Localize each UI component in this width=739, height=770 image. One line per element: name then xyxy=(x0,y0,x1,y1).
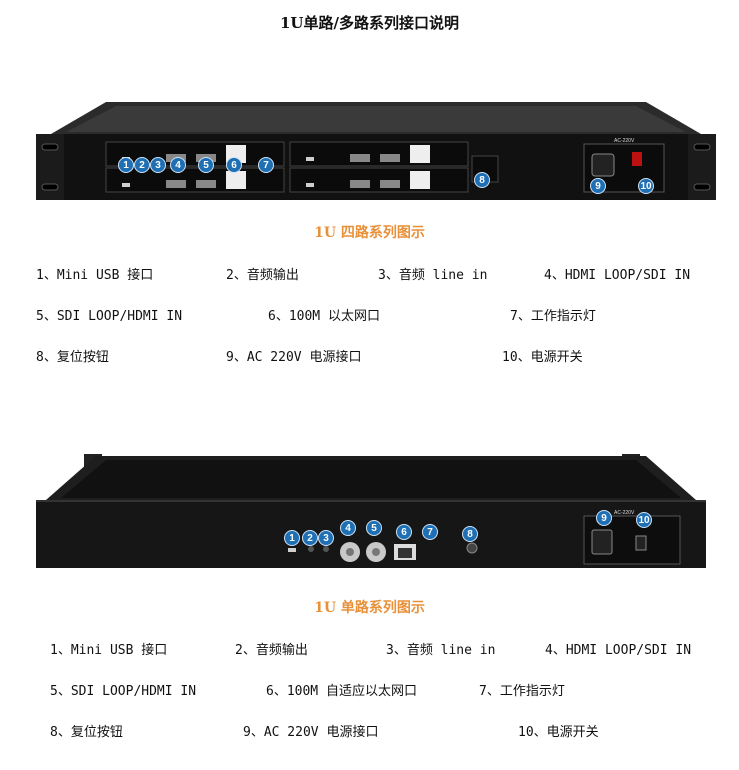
badge-9: 9 xyxy=(596,510,612,526)
four-legend-3: 3、音频 line in xyxy=(378,268,488,283)
single-legend-5: 5、SDI LOOP/HDMI IN xyxy=(50,684,197,699)
badge-7: 7 xyxy=(422,524,438,540)
badge-2: 2 xyxy=(302,530,318,546)
ac-label-four: AC-220V xyxy=(614,138,635,144)
four-legend-2: 2、音频输出 xyxy=(226,268,299,283)
four-channel-caption: 1U 四路系列图示 xyxy=(314,225,425,241)
four-legend-5: 5、SDI LOOP/HDMI IN xyxy=(36,309,183,324)
badge-6: 6 xyxy=(396,524,412,540)
badge-1: 1 xyxy=(284,530,300,546)
single-legend-3: 3、音频 line in xyxy=(386,643,496,658)
single-legend-7: 7、工作指示灯 xyxy=(479,684,565,699)
badge-1: 1 xyxy=(118,157,134,173)
single-legend-4: 4、HDMI LOOP/SDI IN xyxy=(545,643,692,658)
page-title: 1U单路/多路系列接口说明 xyxy=(280,14,459,32)
badge-7: 7 xyxy=(258,157,274,173)
badge-5: 5 xyxy=(198,157,214,173)
badge-5: 5 xyxy=(366,520,382,536)
single-channel-caption: 1U 单路系列图示 xyxy=(314,600,425,616)
four-legend-9: 9、AC 220V 电源接口 xyxy=(226,350,362,365)
four-legend-6: 6、100M 以太网口 xyxy=(268,309,380,324)
four-legend-10: 10、电源开关 xyxy=(502,350,583,365)
single-channel-device-image: AC-220V 1 2 3 4 5 6 7 8 9 10 xyxy=(36,452,706,570)
badge-3: 3 xyxy=(150,157,166,173)
four-legend-4: 4、HDMI LOOP/SDI IN xyxy=(544,268,691,283)
four-legend-8: 8、复位按钮 xyxy=(36,350,109,365)
badge-6: 6 xyxy=(226,157,242,173)
badge-2: 2 xyxy=(134,157,150,173)
single-legend-9: 9、AC 220V 电源接口 xyxy=(243,725,379,740)
single-legend-6: 6、100M 自适应以太网口 xyxy=(266,684,417,699)
single-legend-8: 8、复位按钮 xyxy=(50,725,123,740)
badge-3: 3 xyxy=(318,530,334,546)
single-legend-2: 2、音频输出 xyxy=(235,643,308,658)
single-legend-1: 1、Mini USB 接口 xyxy=(50,643,168,658)
badge-4: 4 xyxy=(170,157,186,173)
badge-10: 10 xyxy=(636,512,652,528)
four-legend-7: 7、工作指示灯 xyxy=(510,309,596,324)
badge-8: 8 xyxy=(462,526,478,542)
badge-10: 10 xyxy=(638,178,654,194)
ac-label-single: AC-220V xyxy=(614,510,635,516)
four-legend-1: 1、Mini USB 接口 xyxy=(36,268,154,283)
four-channel-device-image: AC-220V 1 2 3 4 5 6 7 8 9 10 xyxy=(36,98,716,202)
badge-9: 9 xyxy=(590,178,606,194)
badge-8: 8 xyxy=(474,172,490,188)
badge-4: 4 xyxy=(340,520,356,536)
single-legend-10: 10、电源开关 xyxy=(518,725,599,740)
